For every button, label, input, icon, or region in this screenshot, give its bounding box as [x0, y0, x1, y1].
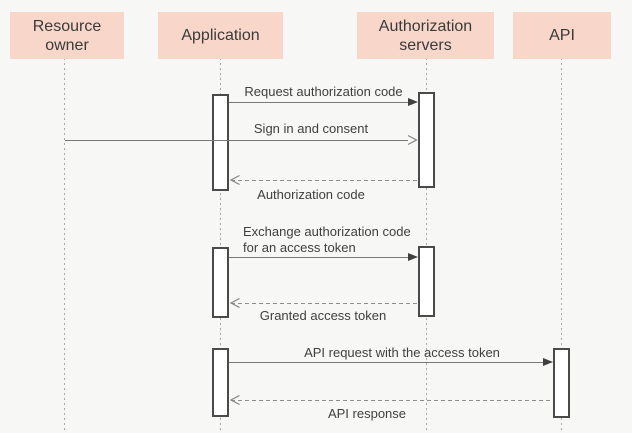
message-label-exchange-authorization-code: Exchange authorization code for an acces…: [243, 224, 411, 255]
actor-box-application: Application: [158, 12, 283, 59]
message-line-api-request: [229, 362, 544, 363]
actor-box-api: API: [513, 12, 611, 59]
lifeline-api: [561, 58, 562, 433]
open-arrowhead-icon: [229, 394, 240, 406]
activation-application-block1: [212, 94, 229, 191]
actor-label-authorization-servers: Authorization servers: [378, 17, 473, 54]
activation-authorization-servers-block2: [418, 246, 435, 317]
lifeline-application: [220, 58, 221, 433]
filled-arrowhead-icon: [408, 253, 418, 261]
lifeline-authorization-servers: [426, 58, 427, 433]
message-line-granted-access-token: [231, 303, 418, 304]
open-arrowhead-icon: [229, 297, 240, 309]
message-label-api-request: API request with the access token: [304, 345, 500, 360]
message-line-request-authorization-code: [229, 102, 409, 103]
open-arrowhead-icon: [229, 174, 240, 186]
message-line-exchange-authorization-code: [229, 257, 409, 258]
message-label-api-response: API response: [327, 406, 407, 421]
open-arrowhead-icon: [407, 134, 418, 146]
actor-label-application: Application: [181, 27, 260, 44]
activation-authorization-servers-block1: [418, 92, 435, 188]
activation-application-block3: [212, 348, 229, 417]
filled-arrowhead-icon: [408, 98, 418, 106]
message-line-api-response: [231, 400, 553, 401]
message-line-authorization-code: [231, 180, 418, 181]
filled-arrowhead-icon: [543, 358, 553, 366]
message-label-sign-in-and-consent: Sign in and consent: [253, 121, 369, 136]
actor-label-api: API: [549, 27, 575, 44]
activation-application-block2: [212, 247, 229, 318]
message-label-authorization-code: Authorization code: [257, 187, 365, 202]
activation-api-block3: [553, 348, 570, 418]
lifeline-resource-owner: [64, 58, 65, 433]
message-label-granted-access-token: Granted access token: [259, 308, 387, 323]
actor-box-resource-owner: Resource owner: [10, 12, 124, 59]
message-label-request-authorization-code: Request authorization code: [244, 84, 403, 99]
actor-box-authorization-servers: Authorization servers: [357, 12, 494, 59]
actor-label-resource-owner: Resource owner: [32, 17, 102, 54]
message-line-sign-in-and-consent: [65, 140, 408, 141]
